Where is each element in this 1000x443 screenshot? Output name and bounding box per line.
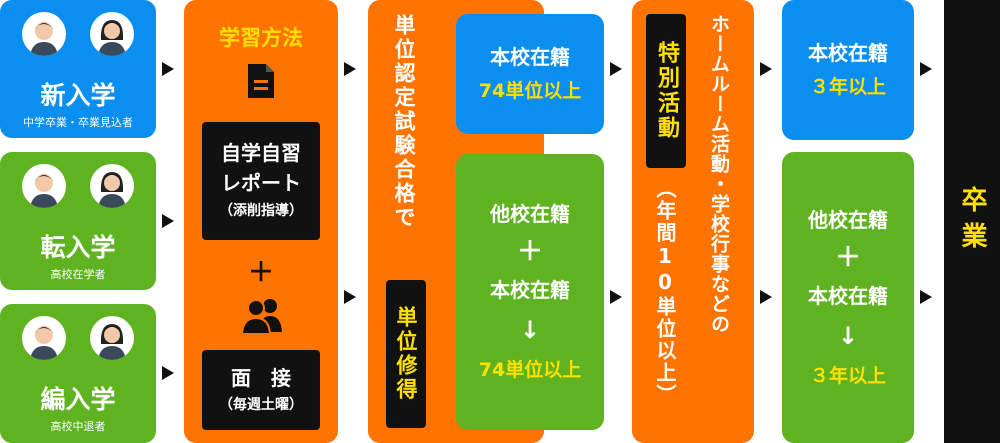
entry-new-sub: 中学卒業・卒業見込者: [23, 116, 133, 129]
credit-home-label: 本校在籍: [490, 45, 570, 69]
credit-text: 単位認定試験合格で: [392, 14, 416, 230]
report-line3: （添削指導）: [219, 203, 303, 219]
arrow-icon: [162, 62, 174, 76]
arrow-icon: [920, 290, 932, 304]
credit-other-value: 74単位以上: [478, 359, 582, 381]
document-icon: [246, 62, 276, 104]
credit-other-box: 他校在籍 ＋ 本校在籍 ↓ 74単位以上: [456, 154, 604, 430]
method-heading: 学習方法: [219, 26, 303, 50]
credit-other-label2: 本校在籍: [490, 278, 570, 302]
arrow-icon: [610, 290, 622, 304]
entry-transfer-title: 転入学: [40, 233, 116, 262]
credit-home-value: 74単位以上: [478, 80, 582, 102]
report-line1: 自学自習: [221, 141, 301, 165]
activity-badge: 特別活動: [646, 14, 686, 168]
arrow-icon: [344, 62, 356, 76]
arrow-icon: [760, 62, 772, 76]
arrow-icon: [760, 290, 772, 304]
activity-badge-text: 特別活動: [654, 41, 679, 141]
entry-readmit-box: 編入学 高校中退者: [0, 304, 156, 443]
report-line2: レポート: [221, 171, 301, 195]
arrow-icon: [344, 290, 356, 304]
student-boy-avatar-icon: [22, 12, 66, 56]
credit-badge-text: 単位修得: [394, 306, 418, 402]
arrow-icon: [920, 62, 932, 76]
entry-readmit-title: 編入学: [40, 385, 116, 414]
student-girl-avatar-icon: [90, 164, 134, 208]
years-home-value: ３年以上: [809, 76, 886, 98]
student-boy-avatar-icon: [22, 316, 66, 360]
arrow-icon: [162, 214, 174, 228]
years-other-value: ３年以上: [809, 364, 886, 387]
people-icon: [240, 296, 283, 338]
credit-other-plus: ＋: [516, 237, 543, 267]
entry-transfer-box: 転入学 高校在学者: [0, 152, 156, 290]
years-home-label: 本校在籍: [808, 41, 888, 65]
entry-transfer-sub: 高校在学者: [50, 268, 106, 281]
years-home-box: 本校在籍 ３年以上: [782, 0, 914, 140]
credit-badge: 単位修得: [386, 280, 426, 428]
years-other-label1: 他校在籍: [808, 207, 888, 232]
arrow-icon: [610, 62, 622, 76]
years-other-label2: 本校在籍: [808, 283, 888, 308]
student-girl-avatar-icon: [90, 316, 134, 360]
report-box: 自学自習 レポート （添削指導）: [202, 122, 320, 240]
activity-box: 特別活動 （年間10単位以上） ホームルーム活動・学校行事などの: [632, 0, 754, 443]
years-other-plus: ＋: [834, 242, 861, 273]
interview-line2: （毎週土曜）: [219, 397, 303, 413]
method-plus: ＋: [247, 258, 274, 288]
entry-new-box: 新入学 中学卒業・卒業見込者: [0, 0, 156, 138]
graduation-box: 卒業: [944, 0, 1000, 443]
years-other-box: 他校在籍 ＋ 本校在籍 ↓ ３年以上: [782, 152, 914, 443]
graduation-label: 卒業: [957, 185, 987, 258]
credit-other-label1: 他校在籍: [490, 202, 570, 226]
interview-box: 面 接 （毎週土曜）: [202, 350, 320, 430]
arrow-icon: [162, 366, 174, 380]
entry-readmit-sub: 高校中退者: [50, 420, 106, 433]
entry-new-title: 新入学: [40, 81, 116, 110]
activity-text: ホームルーム活動・学校行事などの: [708, 14, 730, 334]
student-boy-avatar-icon: [22, 164, 66, 208]
years-other-arrow: ↓: [837, 321, 859, 350]
interview-line1: 面 接: [231, 366, 291, 390]
credit-home-box: 本校在籍 74単位以上: [456, 14, 604, 134]
student-girl-avatar-icon: [90, 12, 134, 56]
method-box: 学習方法 自学自習 レポート （添削指導） ＋ 面 接 （毎週土曜）: [184, 0, 338, 443]
activity-paren: （年間10単位以上）: [653, 178, 677, 406]
credit-other-arrow: ↓: [519, 316, 541, 344]
